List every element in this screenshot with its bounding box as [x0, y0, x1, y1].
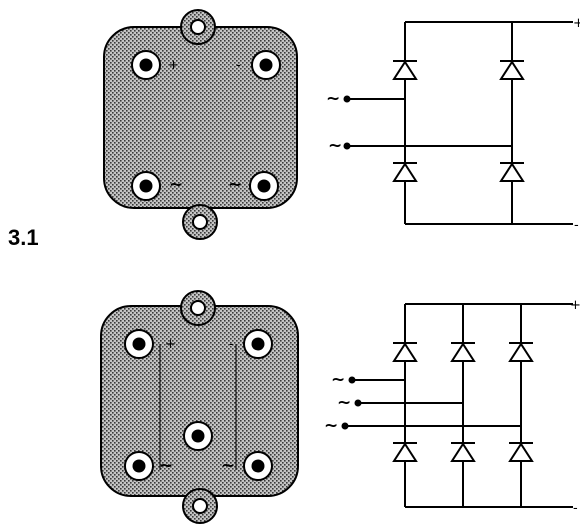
diode-1	[392, 342, 418, 362]
diode-3	[392, 162, 418, 182]
ac-input-2: ~	[337, 393, 351, 413]
terminal-bottom-right	[249, 171, 279, 201]
terminal-top-left	[131, 50, 161, 80]
diode-4	[392, 442, 418, 462]
diode-3	[508, 342, 534, 362]
single-phase-schematic	[343, 21, 573, 225]
three-phase-module: + - ~ ~	[100, 290, 299, 524]
ac-input-1: ~	[326, 89, 340, 109]
ac-mark-right: ~	[228, 175, 242, 195]
terminal-bottom-right	[243, 451, 273, 481]
three-phase-schematic	[341, 303, 573, 508]
dc-plus-bottom: +	[570, 298, 580, 313]
terminal-bottom-left	[124, 451, 154, 481]
ac-input-1: ~	[331, 370, 345, 390]
terminal-bottom-left	[131, 171, 161, 201]
diode-5	[450, 442, 476, 462]
minus-mark-top: -	[236, 58, 241, 73]
figure-label: 3.1	[8, 225, 39, 250]
terminal-center	[183, 421, 213, 451]
dc-minus-bottom: -	[573, 501, 578, 516]
diode-6	[508, 442, 534, 462]
ac-mark-left: ~	[159, 456, 173, 476]
plus-mark-top: +	[165, 337, 176, 352]
ac-mark-right: ~	[221, 456, 235, 476]
diode-4	[499, 162, 525, 182]
ac-mark-left: ~	[169, 175, 183, 195]
terminal-top-right	[251, 50, 281, 80]
dc-minus-top: -	[574, 218, 579, 233]
minus-mark-top: -	[229, 337, 234, 352]
diode-2	[499, 60, 525, 80]
diode-1	[392, 60, 418, 80]
ac-input-2: ~	[328, 136, 342, 156]
dc-plus-top: +	[573, 16, 580, 31]
diode-2	[450, 342, 476, 362]
terminal-top-right	[243, 329, 273, 359]
plus-mark-top: +	[168, 58, 179, 73]
ac-input-3: ~	[324, 416, 338, 436]
terminal-top-left	[124, 329, 154, 359]
single-phase-module: + - ~ ~	[103, 9, 298, 240]
